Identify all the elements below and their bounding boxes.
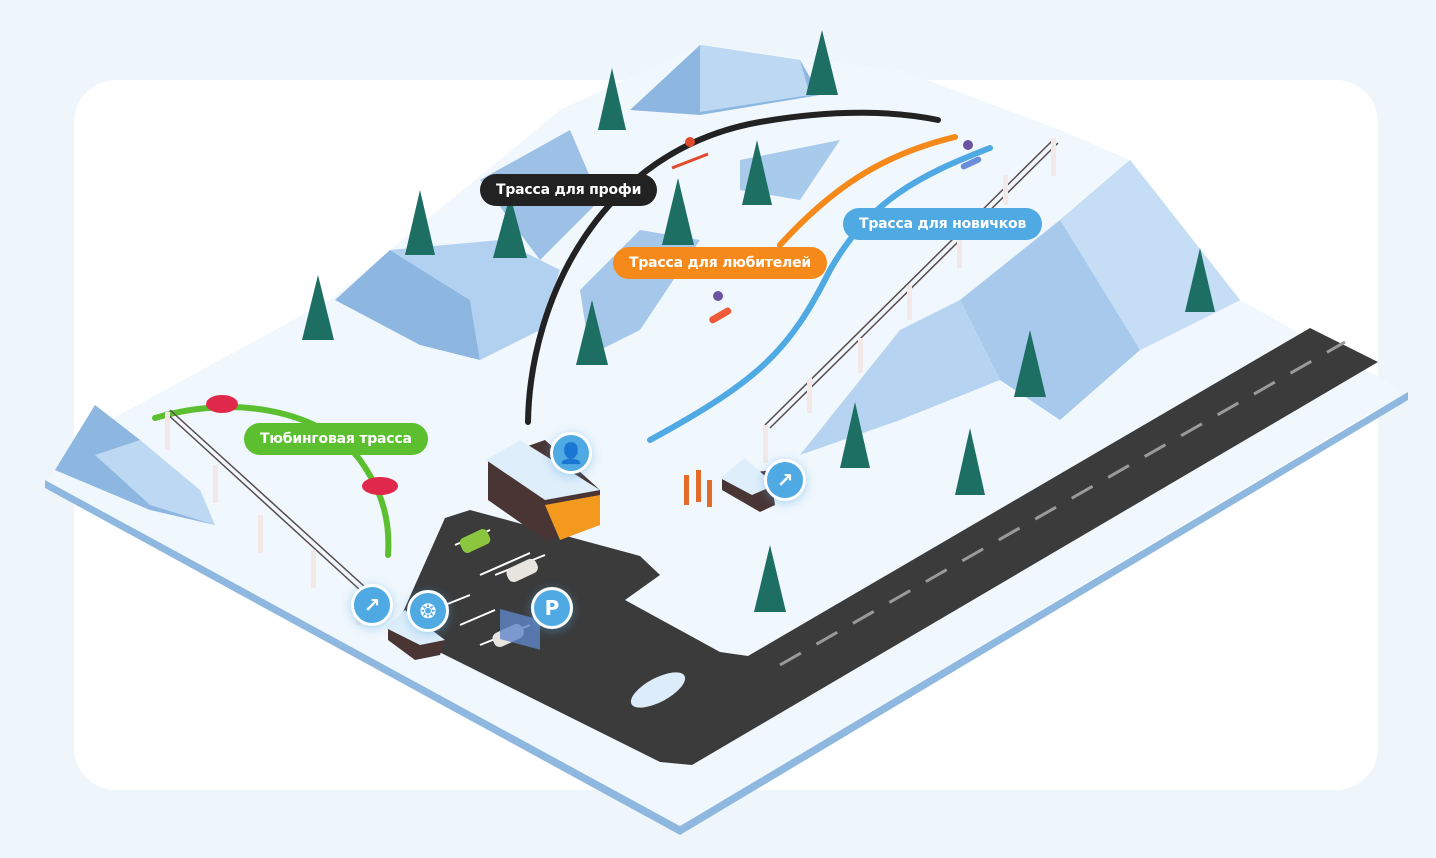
trail-beginner-line (647, 145, 993, 443)
car-white (506, 558, 538, 583)
trail-label-tubing[interactable]: Тюбинговая трасса (244, 423, 428, 455)
trail-pro-line (525, 109, 941, 425)
trail-label-beginner[interactable]: Трасса для новичков (843, 208, 1043, 240)
admin-poi-button[interactable]: 👤 (550, 432, 592, 474)
lifebuoy-icon: ❂ (419, 599, 437, 623)
main-lodge (486, 440, 600, 650)
trail-label-pro[interactable]: Трасса для профи (480, 174, 658, 206)
island (630, 672, 686, 708)
parking-icon: P (544, 596, 560, 620)
lift-pylons (165, 138, 1056, 625)
trees (302, 30, 1215, 612)
lift-main-poi-button[interactable]: ↗ (764, 459, 806, 501)
trail-label-amateur[interactable]: Трасса для любителей (613, 247, 827, 279)
lift-station (720, 458, 775, 512)
parking-poi-button[interactable]: P (531, 587, 573, 629)
car-green (459, 529, 491, 553)
lift-tubing-poi-button[interactable]: ↗ (351, 584, 393, 626)
lift-arrow-icon: ↗ (363, 593, 381, 617)
lift-arrow-icon: ↗ (776, 468, 794, 492)
skiers (206, 137, 982, 507)
rescue-poi-button[interactable]: ❂ (407, 590, 449, 632)
road-parking (395, 328, 1378, 765)
admin-user-gear-icon: 👤 (558, 441, 584, 465)
trail-amateur-line (777, 134, 958, 248)
